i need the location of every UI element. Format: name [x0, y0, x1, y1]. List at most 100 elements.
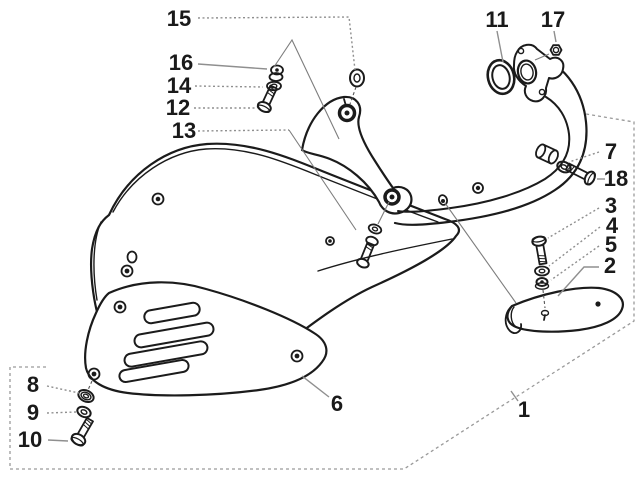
muffler-tab — [126, 250, 138, 264]
muffler-tab-ring — [120, 264, 134, 278]
leader-1 — [510, 390, 519, 402]
cover-hole-top — [113, 300, 127, 314]
leader-9 — [46, 411, 77, 414]
leader-2 — [557, 266, 599, 297]
flange-ear-hole-top — [517, 47, 525, 55]
callout-5: 5 — [605, 232, 617, 257]
callout-15: 15 — [167, 6, 191, 31]
leader-4 — [548, 226, 601, 267]
cover-vent-slot-4 — [118, 358, 190, 384]
pipe-mount-tab-hole — [441, 199, 445, 203]
flange-plate — [512, 43, 565, 103]
callout-8: 8 — [27, 372, 39, 397]
callout-2: 2 — [604, 253, 616, 278]
cover-vent-slot-2 — [133, 321, 215, 349]
pipe-mount-tab — [437, 194, 449, 206]
callout-10: 10 — [18, 427, 42, 452]
nut-16 — [270, 64, 284, 76]
nut-5 — [535, 277, 549, 287]
washer-8-mid — [80, 391, 92, 401]
assembly-line-nut-17 — [534, 53, 550, 61]
cover-vent-slot-3 — [123, 340, 209, 368]
callout-17: 17 — [541, 7, 565, 32]
leader-lines — [46, 16, 605, 442]
washer-8-hole — [82, 393, 90, 399]
muffler-tab-hole — [124, 268, 130, 274]
screw-12 — [256, 84, 278, 114]
guard-rolled-end-inner — [510, 306, 517, 328]
nut-17-hex — [549, 44, 563, 56]
flange-nut — [549, 44, 563, 56]
washer-8 — [77, 388, 95, 404]
leader-8 — [46, 385, 80, 394]
leader-17 — [553, 30, 557, 43]
pipe-outer-edge — [393, 54, 588, 226]
washer-lower — [365, 235, 379, 247]
nut-5-hole — [540, 280, 544, 284]
frame-border — [9, 113, 635, 470]
assembly-line-tab-to-guard — [444, 202, 517, 304]
cover-vent-slot-1 — [143, 301, 201, 325]
washer-15 — [349, 68, 365, 88]
flange-ear-hole-bottom — [538, 88, 546, 96]
assembly-lines — [87, 38, 550, 391]
assembly-line-bolt-to-bracket — [273, 38, 340, 140]
bracket-boss-bottom-hole — [389, 194, 395, 200]
muffler-left-seam — [93, 221, 102, 301]
leader-7 — [568, 151, 600, 163]
bracket-boss-top-hole — [344, 110, 350, 116]
leader-5 — [550, 245, 600, 281]
leader-11 — [496, 30, 504, 63]
fastener-frame-mount — [535, 143, 596, 186]
callout-7: 7 — [605, 139, 617, 164]
nut-9 — [76, 405, 92, 419]
pipe-inner-edge — [397, 96, 571, 213]
nut-17-hole — [552, 46, 560, 54]
callout-12: 12 — [166, 95, 190, 120]
cover-hole-left-center — [91, 371, 97, 377]
leader-13-solid — [288, 129, 357, 231]
fastener-bracket-lower-stack — [356, 223, 383, 269]
callout-3: 3 — [605, 193, 617, 218]
callout-labels: 15 16 14 12 13 11 17 7 18 3 4 5 2 8 9 10… — [18, 6, 628, 452]
guard-outline — [506, 286, 624, 333]
gasket-outer — [486, 58, 516, 96]
callout-16: 16 — [169, 50, 193, 75]
bracket-outline — [300, 95, 413, 215]
callout-14: 14 — [167, 73, 192, 98]
leader-13-dotted — [197, 129, 290, 132]
callout-6: 6 — [331, 391, 343, 416]
leader-16 — [197, 63, 268, 70]
washer-15-part — [349, 68, 365, 88]
pipe-flange — [512, 43, 565, 103]
screw-lower — [356, 241, 375, 269]
guard-screw-tip — [543, 314, 546, 321]
muffler-end-seam — [317, 238, 453, 272]
nut-16-flange — [268, 72, 284, 82]
muffler-stud-top — [151, 192, 165, 206]
washer-4-hole — [538, 268, 546, 274]
fastener-top-left-stack — [256, 64, 284, 114]
leader-14 — [194, 85, 264, 88]
flange-opening-inner — [520, 63, 534, 81]
washer-7 — [556, 160, 572, 174]
screw-10 — [70, 416, 94, 447]
callout-13: 13 — [172, 118, 196, 143]
fastener-cover-stack — [70, 388, 95, 447]
muffler-stud-mid — [325, 236, 335, 246]
assembly-axis-screw-10 — [87, 380, 93, 391]
heat-shield-cover — [84, 281, 328, 397]
callout-1: 1 — [518, 397, 530, 422]
assembly-line-boss-to-screw — [377, 201, 390, 225]
callout-4: 4 — [606, 213, 619, 238]
leader-3 — [547, 207, 600, 239]
guard-rolled-end — [504, 305, 522, 334]
bolt-18 — [565, 162, 596, 186]
guard-plate — [504, 286, 624, 334]
washer-15-hole — [353, 73, 361, 83]
exhaust-pipe — [393, 54, 588, 226]
callout-11: 11 — [485, 7, 508, 32]
cover-hole-left — [87, 367, 101, 381]
guard-hole — [595, 301, 601, 307]
